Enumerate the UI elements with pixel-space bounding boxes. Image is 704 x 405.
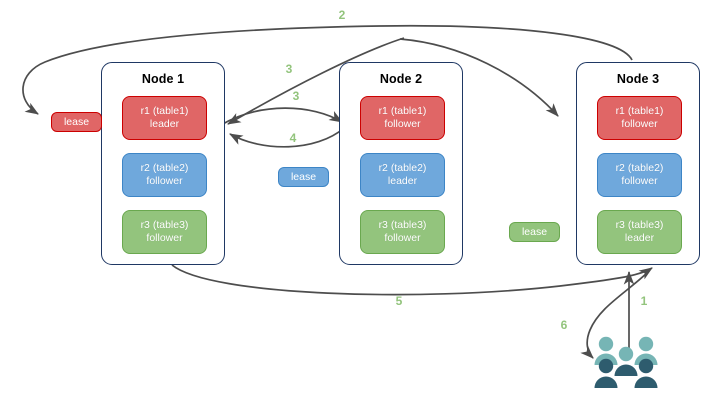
node-3-replica-r2-name: r2 (table2) — [615, 162, 664, 174]
step-label-3b: 3 — [292, 89, 300, 103]
node-3-replica-r1-name: r1 (table1) — [615, 105, 664, 117]
node-1[interactable]: Node 1 r1 (table1) leader r2 (table2) fo… — [101, 62, 225, 265]
node-3-replica-r3-role: leader — [624, 232, 655, 244]
step-label-4: 4 — [289, 131, 297, 145]
node-1-replica-r3-name: r3 (table3) — [140, 219, 189, 231]
node-1-replica-r1[interactable]: r1 (table1) leader — [122, 96, 207, 140]
node-2-replica-r3-name: r3 (table3) — [378, 219, 427, 231]
node-3-replica-r3-name: r3 (table3) — [615, 219, 664, 231]
node-2-replica-r1-name: r1 (table1) — [378, 105, 427, 117]
lease-badge-table3-label: lease — [521, 226, 548, 238]
edge-step-3-forward — [220, 107, 343, 126]
node-1-title: Node 1 — [141, 72, 185, 86]
step-label-5: 5 — [395, 294, 403, 308]
node-2-replica-r2[interactable]: r2 (table2) leader — [360, 153, 445, 197]
node-3-title: Node 3 — [616, 72, 660, 86]
node-1-replica-r3[interactable]: r3 (table3) follower — [122, 210, 207, 254]
node-3-replica-r1[interactable]: r1 (table1) follower — [597, 96, 682, 140]
step-label-1: 1 — [640, 294, 648, 308]
node-2-replica-r3[interactable]: r3 (table3) follower — [360, 210, 445, 254]
node-2[interactable]: Node 2 r1 (table1) follower r2 (table2) … — [339, 62, 463, 265]
step-label-3a: 3 — [285, 62, 293, 76]
lease-badge-table2[interactable]: lease — [278, 167, 329, 187]
node-1-replica-r2-name: r2 (table2) — [140, 162, 189, 174]
lease-badge-table1[interactable]: lease — [51, 112, 102, 132]
step-label-6: 6 — [560, 318, 568, 332]
node-2-replica-r3-role: follower — [384, 232, 421, 244]
node-3-replica-r3[interactable]: r3 (table3) leader — [597, 210, 682, 254]
node-3[interactable]: Node 3 r1 (table1) follower r2 (table2) … — [576, 62, 700, 265]
node-2-title: Node 2 — [379, 72, 423, 86]
node-2-replica-r1-role: follower — [384, 118, 421, 130]
node-3-replica-r1-role: follower — [621, 118, 658, 130]
node-2-replica-r2-role: leader — [387, 175, 418, 187]
node-1-replica-r2-role: follower — [146, 175, 183, 187]
users-icon — [594, 336, 658, 388]
node-2-replica-r2-name: r2 (table2) — [378, 162, 427, 174]
lease-badge-table3[interactable]: lease — [509, 222, 560, 242]
lease-badge-table2-label: lease — [290, 171, 317, 183]
node-1-replica-r1-role: leader — [149, 118, 180, 130]
node-2-replica-r1[interactable]: r1 (table1) follower — [360, 96, 445, 140]
step-label-2: 2 — [338, 8, 346, 22]
node-1-replica-r3-role: follower — [146, 232, 183, 244]
lease-badge-table1-label: lease — [63, 116, 90, 128]
node-3-replica-r2[interactable]: r2 (table2) follower — [597, 153, 682, 197]
node-1-replica-r1-name: r1 (table1) — [140, 105, 189, 117]
node-3-replica-r2-role: follower — [621, 175, 658, 187]
node-1-replica-r2[interactable]: r2 (table2) follower — [122, 153, 207, 197]
edge-step-5 — [171, 264, 653, 296]
